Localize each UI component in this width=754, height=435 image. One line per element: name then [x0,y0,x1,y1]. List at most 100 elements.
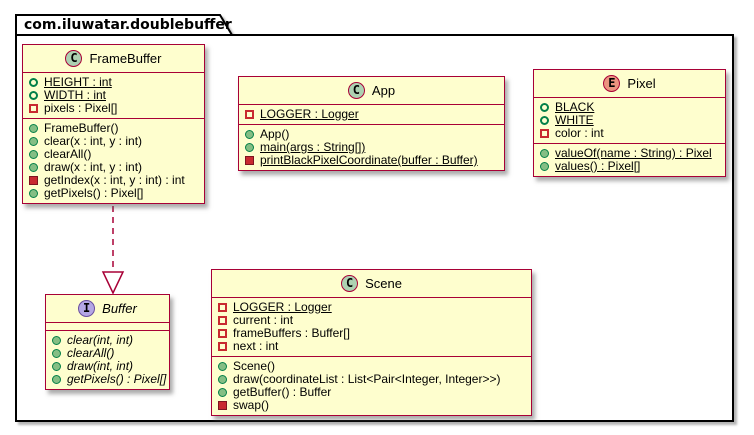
class-title: C App [239,77,504,104]
public-method-icon [218,375,227,384]
class-title: C Scene [212,270,531,297]
private-method-icon [29,176,38,185]
method-row: draw(coordinateList : List<Pair<Integer,… [212,373,531,386]
public-method-icon [29,189,38,198]
class-name: FrameBuffer [89,51,162,66]
method-row: valueOf(name : String) : Pixel [534,147,725,160]
public-method-icon [52,349,61,358]
method-row: main(args : String[]) [239,141,504,154]
class-title: C FrameBuffer [23,45,204,72]
method-row: getPixels() : Pixel[] [46,373,169,386]
field-signature: WIDTH : int [44,88,106,102]
method-signature: clear(x : int, y : int) [44,134,143,148]
class-box-app: C App LOGGER : Logger App()main(args : S… [238,76,505,171]
field-row: pixels : Pixel[] [23,102,204,115]
method-row: values() : Pixel[] [534,160,725,173]
method-signature: FrameBuffer() [44,121,119,135]
method-row: swap() [212,399,531,412]
method-signature: draw(coordinateList : List<Pair<Integer,… [233,372,501,386]
public-method-icon [218,388,227,397]
field-signature: LOGGER : Logger [233,300,332,314]
class-name: Pixel [627,76,656,91]
method-signature: printBlackPixelCoordinate(buffer : Buffe… [260,153,478,167]
private-field-icon [245,110,254,119]
field-signature: LOGGER : Logger [260,107,359,121]
method-signature: swap() [233,398,270,412]
field-row: HEIGHT : int [23,76,204,89]
interface-box-buffer: I Buffer clear(int, int)clearAll()draw(i… [45,294,170,390]
method-signature: getIndex(x : int, y : int) : int [44,173,185,187]
method-row: FrameBuffer() [23,122,204,135]
method-row: clear(x : int, y : int) [23,135,204,148]
method-row: clearAll() [46,347,169,360]
private-method-icon [245,156,254,165]
class-title: I Buffer [46,295,169,322]
class-name: Scene [365,276,402,291]
method-signature: Scene() [233,359,276,373]
method-row: getIndex(x : int, y : int) : int [23,174,204,187]
field-row: WHITE [534,114,725,127]
method-signature: main(args : String[]) [260,140,366,154]
method-row: getPixels() : Pixel[] [23,187,204,200]
public-method-icon [29,163,38,172]
method-row: getBuffer() : Buffer [212,386,531,399]
class-title: E Pixel [534,70,725,97]
method-signature: getPixels() : Pixel[] [44,186,144,200]
method-signature: getPixels() : Pixel[] [67,372,167,386]
package-tab [15,14,234,36]
field-row: LOGGER : Logger [239,108,504,121]
hollow-triangle-arrowhead-icon [101,271,125,295]
class-spot-icon: C [341,275,359,292]
field-signature: HEIGHT : int [44,75,112,89]
method-row: clear(int, int) [46,334,169,347]
method-row: clearAll() [23,148,204,161]
method-signature: draw(x : int, y : int) [44,160,143,174]
field-signature: frameBuffers : Buffer[] [233,326,350,340]
field-row: WIDTH : int [23,89,204,102]
public-method-icon [29,124,38,133]
class-spot-icon: C [347,82,365,99]
methods-compartment: App()main(args : String[])printBlackPixe… [239,124,504,170]
private-field-icon [218,316,227,325]
public-method-icon [52,336,61,345]
method-row: draw(x : int, y : int) [23,161,204,174]
public-method-icon [245,130,254,139]
field-row: BLACK [534,101,725,114]
private-field-icon [540,129,549,138]
field-signature: BLACK [555,100,595,114]
private-field-icon [218,303,227,312]
method-row: printBlackPixelCoordinate(buffer : Buffe… [239,154,504,167]
field-signature: pixels : Pixel[] [44,101,118,115]
method-row: draw(int, int) [46,360,169,373]
enum-spot-icon: E [603,75,621,92]
field-row: frameBuffers : Buffer[] [212,327,531,340]
fields-compartment [46,322,169,330]
class-spot-icon: C [65,50,83,67]
public-method-icon [245,143,254,152]
private-method-icon [218,401,227,410]
class-name: Buffer [102,301,137,316]
field-signature: next : int [233,339,279,353]
public-field-icon [540,103,549,112]
class-name: App [371,83,396,98]
public-method-icon [540,149,549,158]
field-row: color : int [534,127,725,140]
private-field-icon [218,342,227,351]
method-signature: clear(int, int) [67,333,134,347]
public-method-icon [29,150,38,159]
field-signature: WHITE [555,113,594,127]
methods-compartment: Scene()draw(coordinateList : List<Pair<I… [212,356,531,415]
method-signature: getBuffer() : Buffer [233,385,332,399]
field-row: next : int [212,340,531,353]
method-signature: clearAll() [67,346,115,360]
fields-compartment: LOGGER : Logger [239,104,504,124]
public-field-icon [29,78,38,87]
field-signature: color : int [555,126,604,140]
